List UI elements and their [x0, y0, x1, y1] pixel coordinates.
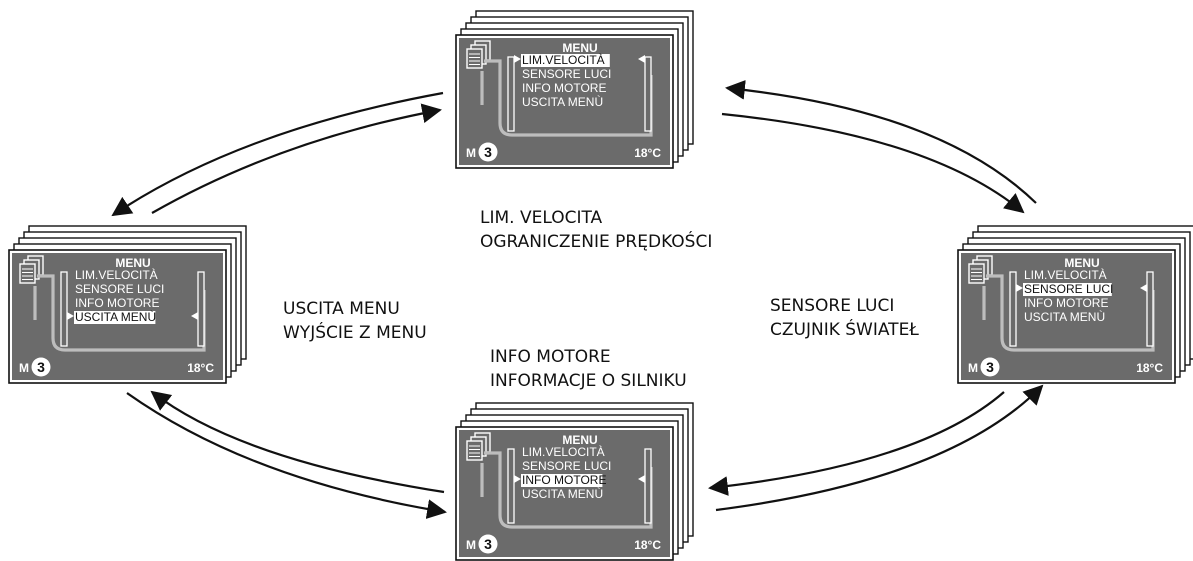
right-scroll-bar — [644, 56, 652, 132]
left-scroll-bar — [507, 56, 515, 132]
pages-icon — [466, 432, 491, 461]
menu-item-3: INFO MOTORE — [522, 473, 606, 487]
caption-bottom-line1: INFO MOTORE — [490, 347, 611, 367]
menu-title: MENU — [562, 41, 597, 55]
selection-pointer-left-icon — [514, 55, 521, 63]
caption-right: SENSORE LUCI CZUJNIK ŚWIATEŁ — [770, 294, 919, 342]
selection-pointer-right-icon — [1140, 284, 1147, 292]
arrow-top-to-right — [721, 112, 1025, 214]
mode-letter: M — [466, 146, 476, 160]
left-scroll-bar — [507, 448, 515, 524]
mode-number: 3 — [37, 359, 45, 375]
menu-item-3: INFO MOTORE — [75, 296, 159, 310]
caption-left: USCITA MENU WYJŚCIE Z MENU — [283, 297, 427, 345]
menu-item-4: USCITA MENÙ — [522, 94, 603, 109]
mode-letter: M — [19, 361, 29, 375]
menu-item-highlight — [521, 54, 610, 67]
menu-title: MENU — [562, 433, 597, 447]
arrow-bottom-to-left — [150, 390, 445, 494]
mode-number: 3 — [484, 144, 492, 160]
menu-item-4: USCITA MENÙ — [522, 486, 603, 501]
menu-title: MENU — [115, 256, 150, 270]
mode-letter: M — [968, 361, 978, 375]
menu-item-highlight — [1023, 283, 1112, 296]
arrow-left-to-bottom — [126, 392, 447, 519]
lcd-screen — [459, 430, 670, 557]
temperature-readout: 18°C — [187, 361, 214, 375]
selection-pointer-right-icon — [638, 475, 645, 483]
menu-item-3: INFO MOTORE — [1024, 296, 1108, 310]
caption-top-line2: OGRANICZENIE PRĘDKOŚCI — [480, 232, 713, 252]
menu-item-highlight — [521, 474, 603, 487]
caption-top-line1: LIM. VELOCITA — [480, 208, 603, 228]
menu-item-1: LIM.VELOCITÀ — [75, 267, 158, 282]
left-scroll-bar — [60, 271, 68, 347]
selection-pointer-left-icon — [67, 312, 74, 320]
mode-circle-icon — [980, 357, 1000, 377]
temperature-readout: 18°C — [634, 146, 661, 160]
arrow-left-to-top — [151, 103, 442, 214]
mode-circle-icon — [478, 142, 498, 162]
menu-item-2: SENSORE LUCI — [75, 282, 164, 296]
temperature-readout: 18°C — [634, 538, 661, 552]
menu-connector-lines — [982, 274, 1155, 352]
right-scroll-bar — [1146, 271, 1154, 347]
menu-connector-lines — [33, 274, 206, 352]
caption-left-line1: USCITA MENU — [283, 299, 400, 319]
pages-icon — [19, 255, 44, 284]
selection-pointer-right-icon — [638, 55, 645, 63]
menu-item-2: SENSORE LUCI — [522, 459, 611, 473]
arrow-bottom-to-right — [715, 384, 1044, 512]
menu-item-1: LIM.VELOCITÀ — [522, 52, 605, 67]
pages-icon — [968, 255, 993, 284]
arrow-top-to-left — [111, 91, 444, 217]
mode-number: 3 — [986, 359, 994, 375]
right-scroll-bar — [644, 448, 652, 524]
menu-item-3: INFO MOTORE — [522, 81, 606, 95]
menu-connector-lines — [480, 451, 653, 529]
caption-bottom: INFO MOTORE INFORMACJE O SILNIKU — [490, 345, 687, 393]
pages-icon — [466, 40, 491, 69]
menu-item-highlight — [74, 311, 156, 324]
caption-right-line2: CZUJNIK ŚWIATEŁ — [770, 320, 919, 340]
menu-item-1: LIM.VELOCITÀ — [1024, 267, 1107, 282]
menu-title: MENU — [1064, 256, 1099, 270]
mode-letter: M — [466, 538, 476, 552]
menu-item-4: USCITA MENÙ — [75, 309, 156, 324]
right-scroll-bar — [197, 271, 205, 347]
menu-item-2: SENSORE LUCI — [1024, 282, 1113, 296]
caption-right-line1: SENSORE LUCI — [770, 296, 895, 316]
arrow-right-to-top — [725, 79, 1037, 204]
menu-item-2: SENSORE LUCI — [522, 67, 611, 81]
mode-circle-icon — [478, 534, 498, 554]
menu-connector-lines — [480, 59, 653, 137]
mode-number: 3 — [484, 536, 492, 552]
left-scroll-bar — [1009, 271, 1017, 347]
lcd-screen — [961, 253, 1172, 380]
menu-item-1: LIM.VELOCITÀ — [522, 444, 605, 459]
mode-circle-icon — [31, 357, 51, 377]
caption-bottom-line2: INFORMACJE O SILNIKU — [490, 371, 687, 391]
selection-pointer-right-icon — [191, 312, 198, 320]
temperature-readout: 18°C — [1136, 361, 1163, 375]
caption-top: LIM. VELOCITA OGRANICZENIE PRĘDKOŚCI — [480, 206, 712, 254]
menu-item-4: USCITA MENÙ — [1024, 309, 1105, 324]
caption-left-line2: WYJŚCIE Z MENU — [283, 323, 427, 343]
selection-pointer-left-icon — [514, 475, 521, 483]
selection-pointer-left-icon — [1016, 284, 1023, 292]
arrow-right-to-bottom — [708, 391, 1005, 496]
